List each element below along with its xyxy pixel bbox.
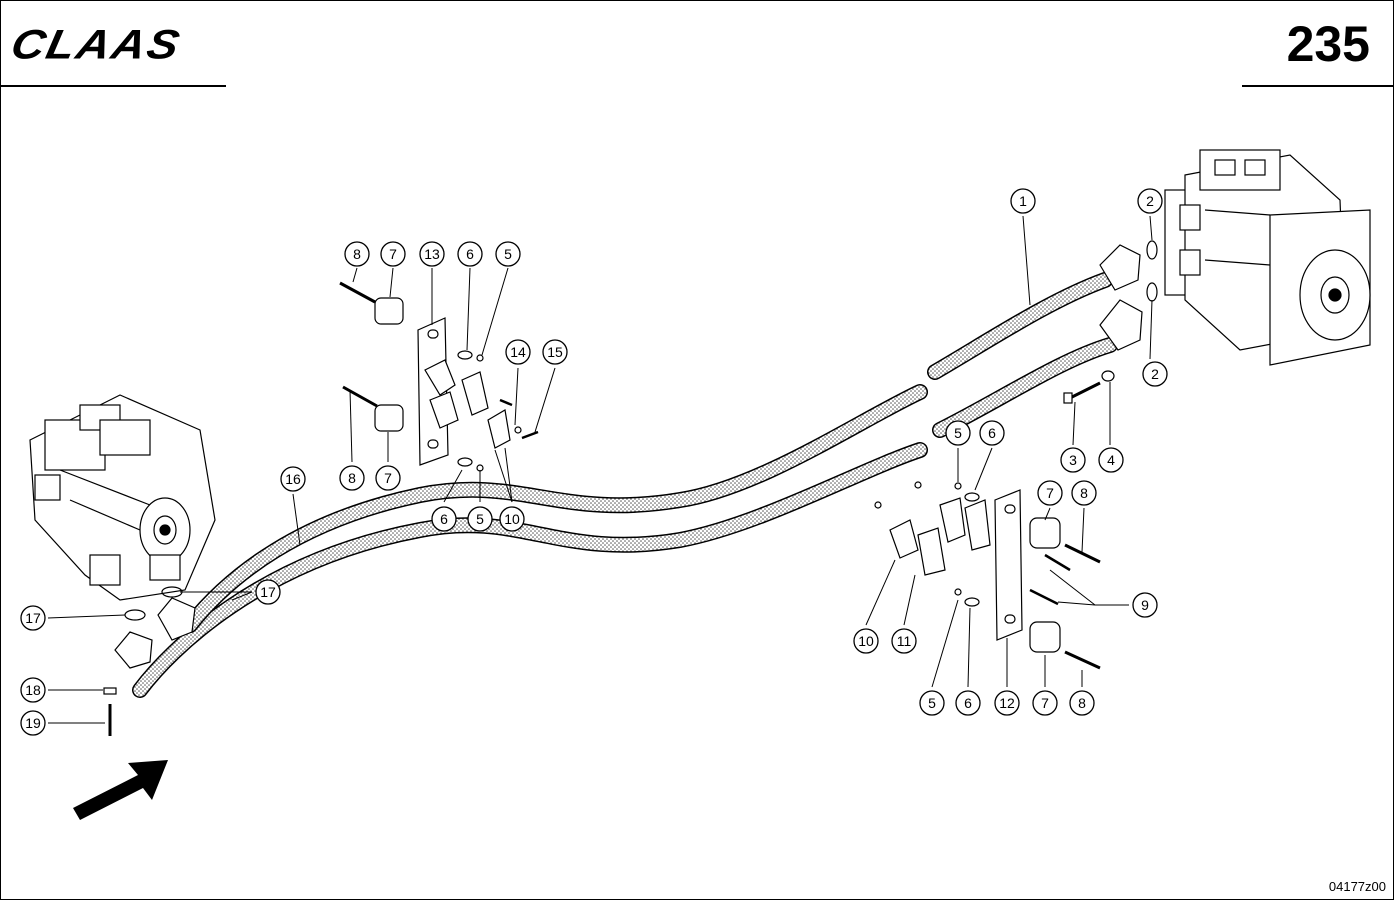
callout: 7	[1032, 690, 1058, 716]
callout: 7	[1037, 480, 1063, 506]
svg-text:16: 16	[285, 471, 301, 487]
drawing-code: 04177z00	[1328, 879, 1386, 894]
svg-text:6: 6	[964, 695, 972, 711]
svg-text:8: 8	[1078, 695, 1086, 711]
callout: 1	[1010, 188, 1036, 214]
hydraulic-hose-upper	[182, 272, 1113, 633]
callout: 17	[255, 579, 281, 605]
page-number-underline	[1242, 85, 1394, 87]
hose-fittings-right	[1099, 240, 1158, 351]
callout: 5	[919, 690, 945, 716]
callout: 9	[1132, 592, 1158, 618]
svg-text:5: 5	[954, 425, 962, 441]
svg-text:18: 18	[25, 682, 41, 698]
svg-text:7: 7	[384, 470, 392, 486]
logo-underline	[0, 85, 226, 87]
callout: 7	[375, 465, 401, 491]
svg-text:19: 19	[25, 715, 41, 731]
svg-text:17: 17	[260, 584, 276, 600]
svg-text:17: 17	[25, 610, 41, 626]
bolt-and-washer	[1063, 370, 1115, 404]
svg-text:12: 12	[999, 695, 1015, 711]
hydraulic-pump-left	[29, 394, 216, 601]
callout: 18	[20, 677, 46, 703]
callout: 11	[891, 628, 917, 654]
callout: 19	[20, 710, 46, 736]
svg-text:9: 9	[1141, 597, 1149, 613]
callout: 6	[457, 241, 483, 267]
callout: 15	[542, 339, 568, 365]
callout: 5	[467, 506, 493, 532]
svg-text:8: 8	[353, 246, 361, 262]
svg-text:10: 10	[858, 633, 874, 649]
callout: 12	[994, 690, 1020, 716]
callout: 17	[20, 605, 46, 631]
callout: 8	[339, 465, 365, 491]
hose-bracket-lower-right	[874, 481, 1101, 670]
svg-text:6: 6	[466, 246, 474, 262]
callout: 4	[1098, 447, 1124, 473]
callout: 6	[979, 420, 1005, 446]
hose-fittings-left	[103, 586, 196, 736]
callout: 13	[419, 241, 445, 267]
callout: 6	[431, 506, 457, 532]
callout: 5	[945, 420, 971, 446]
hydraulic-hose-lower	[132, 337, 1118, 698]
svg-text:15: 15	[547, 344, 563, 360]
svg-text:13: 13	[424, 246, 440, 262]
callout: 5	[495, 241, 521, 267]
svg-text:2: 2	[1146, 193, 1154, 209]
callout: 6	[955, 690, 981, 716]
callout: 8	[1071, 480, 1097, 506]
svg-text:7: 7	[1046, 485, 1054, 501]
svg-text:6: 6	[440, 511, 448, 527]
leader-lines	[47, 215, 1153, 724]
callout: 10	[499, 506, 525, 532]
svg-text:5: 5	[476, 511, 484, 527]
callout: 2	[1137, 188, 1163, 214]
svg-text:5: 5	[504, 246, 512, 262]
svg-text:4: 4	[1107, 452, 1115, 468]
svg-text:1: 1	[1019, 193, 1027, 209]
svg-text:8: 8	[348, 470, 356, 486]
svg-text:2: 2	[1151, 366, 1159, 382]
svg-text:5: 5	[928, 695, 936, 711]
svg-text:11: 11	[897, 633, 912, 649]
svg-text:7: 7	[389, 246, 397, 262]
callout: 16	[280, 466, 306, 492]
callout: 8	[344, 241, 370, 267]
callout: 10	[853, 628, 879, 654]
page-number: 235	[1286, 16, 1370, 72]
svg-text:10: 10	[504, 511, 520, 527]
callout: 14	[505, 339, 531, 365]
svg-text:14: 14	[510, 344, 526, 360]
svg-text:3: 3	[1069, 452, 1077, 468]
direction-arrow	[73, 760, 168, 820]
hydraulic-motor-right	[1164, 149, 1371, 366]
callout: 7	[380, 241, 406, 267]
callout: 3	[1060, 447, 1086, 473]
callout: 2	[1142, 361, 1168, 387]
svg-text:8: 8	[1080, 485, 1088, 501]
hose-bracket-upper-left	[339, 281, 539, 472]
svg-text:6: 6	[988, 425, 996, 441]
svg-text:7: 7	[1041, 695, 1049, 711]
callout: 8	[1069, 690, 1095, 716]
